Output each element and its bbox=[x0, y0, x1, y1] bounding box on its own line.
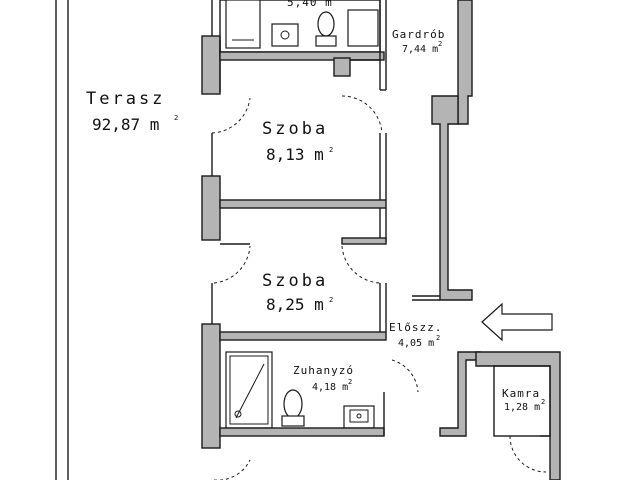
right-exterior-wall bbox=[412, 0, 473, 301]
szoba-1-unit-exp: 2 bbox=[329, 146, 333, 154]
entrance-arrow-icon bbox=[481, 302, 553, 342]
bathtub-icon bbox=[225, 0, 261, 49]
szoba-2-label: Szoba bbox=[262, 271, 328, 291]
szoba-2-unit-exp: 2 bbox=[329, 296, 333, 304]
room-szoba-1: Szoba 8,13 m 2 bbox=[211, 95, 387, 209]
gardrob-label: Gardrób bbox=[392, 28, 445, 41]
zuhanyzo-label: Zuhanyzó bbox=[293, 364, 354, 377]
door-arc-terrace-2 bbox=[213, 245, 251, 284]
szoba-1-area: 8,13 m bbox=[266, 145, 324, 164]
eloszoba-unit-exp: 2 bbox=[436, 334, 440, 342]
terasz-unit-exp: 2 bbox=[174, 114, 178, 122]
shower-room: Zuhanyzó 4,18 m 2 bbox=[214, 351, 419, 480]
hallway: Előszz. 4,05 m 2 bbox=[389, 321, 442, 349]
left-walls bbox=[201, 0, 221, 449]
door-arc-pantry bbox=[509, 435, 547, 473]
kamra-label: Kamra bbox=[502, 387, 540, 400]
toilet-icon bbox=[315, 11, 337, 47]
door-arc-shower bbox=[391, 359, 419, 393]
eloszoba-area: 4,05 m bbox=[398, 338, 434, 349]
room-szoba-2: Szoba 8,25 m 2 bbox=[213, 208, 387, 341]
pantry: Kamra 1,28 m 2 bbox=[439, 351, 561, 480]
door-arc-szoba-2 bbox=[341, 245, 383, 284]
door-arc-terrace-3 bbox=[214, 459, 251, 480]
terasz-label: Terasz bbox=[86, 89, 165, 109]
terrace-boundary bbox=[55, 0, 69, 480]
kamra-area: 1,28 m bbox=[504, 402, 540, 413]
sink-icon bbox=[271, 23, 299, 47]
szoba-1-label: Szoba bbox=[262, 119, 328, 139]
door-arc-szoba-1 bbox=[341, 95, 383, 134]
bath-top-area: 5,40 m bbox=[287, 0, 333, 9]
terrace: Terasz 92,87 m 2 bbox=[86, 89, 178, 134]
gardrob-unit-exp: 2 bbox=[438, 40, 442, 48]
szoba-2-area: 8,25 m bbox=[266, 295, 324, 314]
bathroom-top: 5,40 m bbox=[219, 0, 385, 77]
door-arc-terrace-1 bbox=[211, 97, 251, 134]
shower-icon bbox=[225, 351, 273, 429]
wardrobe: Gardrób 7,44 m 2 bbox=[350, 0, 445, 91]
terasz-area: 92,87 m bbox=[92, 115, 159, 134]
eloszoba-label: Előszz. bbox=[389, 321, 442, 334]
gardrob-area: 7,44 m bbox=[402, 44, 438, 55]
zuhanyzo-area: 4,18 m bbox=[312, 382, 348, 393]
kamra-unit-exp: 2 bbox=[541, 398, 545, 406]
zuhanyzo-unit-exp: 2 bbox=[348, 378, 352, 386]
sink-icon bbox=[343, 405, 375, 429]
toilet-icon bbox=[281, 389, 305, 427]
